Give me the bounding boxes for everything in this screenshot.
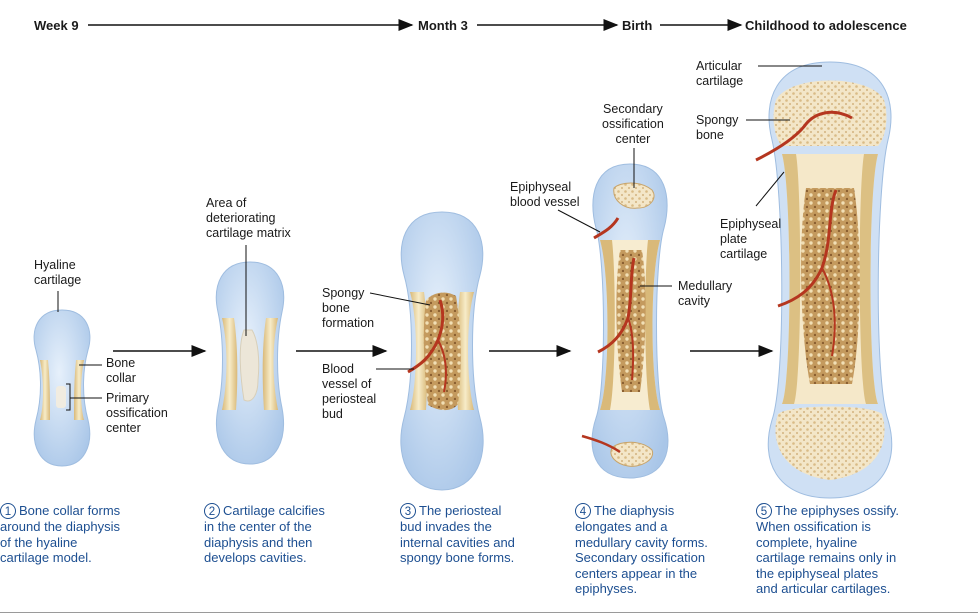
label-spongy-bone-formation: Spongy bone formation [322, 286, 375, 330]
bone-stage-2 [215, 261, 285, 465]
step-text-1: Bone collar forms around the diaphysis o… [0, 503, 121, 565]
label-blood-vessel-periosteal: Blood vessel of periosteal bud [322, 362, 377, 421]
label-medullary-cavity: Medullary cavity [678, 279, 733, 308]
label-epiphyseal-plate-cartilage: Epiphyseal plate cartilage [720, 217, 782, 261]
step-text-2: Cartilage calcifies in the center of the… [204, 503, 325, 565]
step-number-4: 4 [575, 503, 591, 519]
bone-stage-5 [755, 61, 893, 499]
bottom-divider [0, 612, 978, 613]
label-bone-collar: Bone collar [106, 356, 136, 385]
step-text-5: The epiphyses ossify. When ossification … [756, 503, 900, 596]
secondary-ossification-center-bottom [610, 441, 654, 467]
timeline-birth: Birth [622, 18, 653, 33]
timeline-childhood: Childhood to adolescence [745, 18, 907, 33]
label-area-deteriorating: Area of deteriorating cartilage matrix [206, 196, 291, 240]
step-number-1: 1 [0, 503, 16, 519]
deteriorating-cartilage-area [239, 329, 260, 402]
step-number-2: 2 [204, 503, 220, 519]
primary-ossification-center [56, 386, 66, 408]
step-number-3: 3 [400, 503, 416, 519]
bone-stage-1 [33, 309, 91, 467]
secondary-ossification-center-top [613, 182, 655, 209]
step-text-3: The periosteal bud invades the internal … [400, 503, 515, 565]
step-text-4: The diaphysis elongates and a medullary … [575, 503, 708, 596]
label-secondary-ossification-center: Secondary ossification center [602, 102, 664, 146]
timeline-week-9: Week 9 [34, 18, 79, 33]
label-epiphyseal-blood-vessel: Epiphyseal blood vessel [510, 180, 580, 209]
bone-stage-4 [581, 163, 669, 479]
step-number-5: 5 [756, 503, 772, 519]
epiphyseal-blood-vessel [593, 217, 620, 240]
label-hyaline-cartilage: Hyaline cartilage [34, 258, 82, 287]
medullary-cavity [616, 250, 646, 392]
label-articular-cartilage: Articular cartilage [696, 59, 744, 88]
label-primary-ossification-center: Primary ossification center [106, 391, 168, 435]
bone-stage-3 [400, 211, 484, 491]
timeline-month-3: Month 3 [418, 18, 468, 33]
label-spongy-bone: Spongy bone [696, 113, 739, 142]
leader-lines [57, 65, 822, 411]
